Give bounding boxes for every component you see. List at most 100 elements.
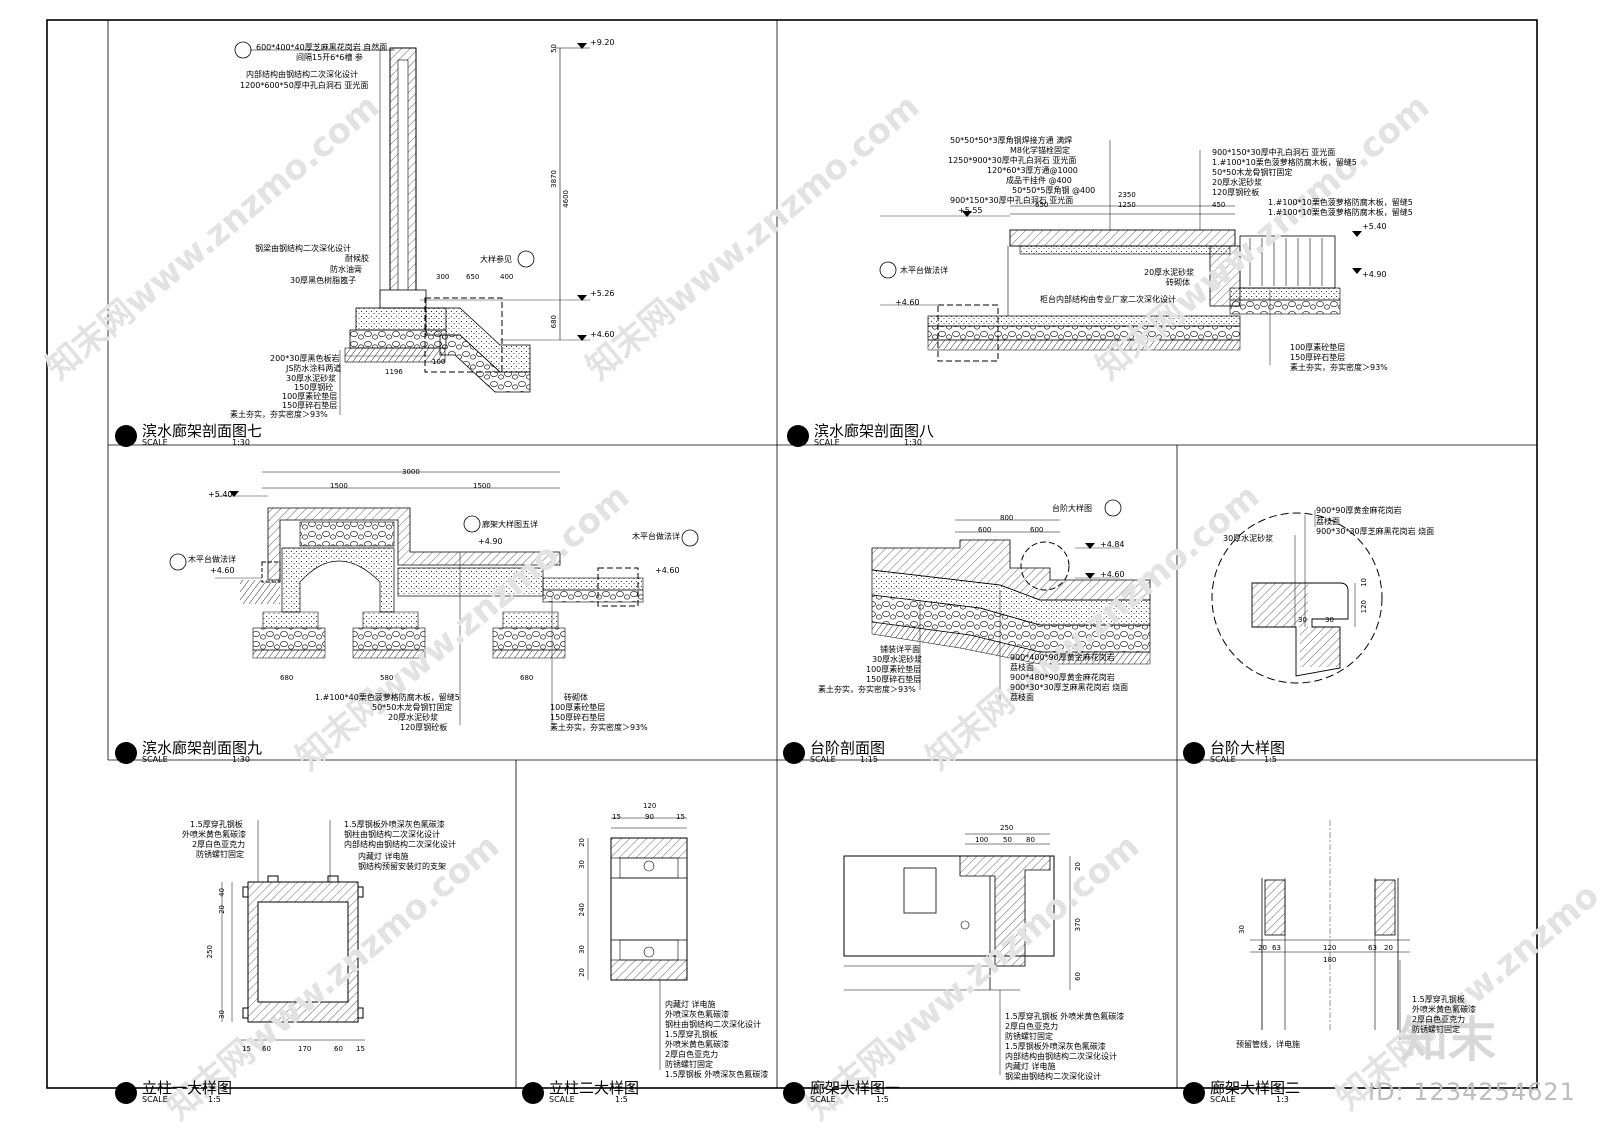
dimension: 600 xyxy=(978,526,992,534)
note: 钢柱由钢结构二次深化设计 xyxy=(344,830,440,839)
column-2-drawing xyxy=(587,817,688,1070)
step-section-drawing xyxy=(871,499,1151,700)
level-mark: +9.20 xyxy=(590,38,615,47)
dimension: 680 xyxy=(550,315,558,329)
dimension: 30 xyxy=(218,1010,226,1019)
level-mark: +4.90 xyxy=(478,537,503,546)
section-7-drawing xyxy=(234,41,590,415)
note: 1.5厚钢板外喷深灰色氟碳漆 xyxy=(1005,1042,1106,1051)
dimension: 15 xyxy=(676,813,685,821)
level-mark: +4.90 xyxy=(1362,270,1387,279)
level-mark: +4.84 xyxy=(1100,540,1125,549)
note: 成品干挂件 @400 xyxy=(1006,176,1072,185)
note: 100厚素砼垫层 xyxy=(1290,343,1346,352)
panel-title: 滨水廊架剖面图九 xyxy=(142,739,263,757)
note: 外喷米黄色氟碳漆 xyxy=(665,1040,729,1049)
note: 900*30*30厚芝麻黑花岗岩 烧面 xyxy=(1010,683,1129,692)
scale-value: 1:15 xyxy=(860,755,878,764)
dimension: 370 xyxy=(1074,918,1082,932)
dimension: 20 xyxy=(1074,862,1082,871)
note: 50*50木龙骨钢钉固定 xyxy=(372,703,453,712)
panel-title: 立柱二大样图 xyxy=(549,1079,640,1097)
watermark-logo: 知末 xyxy=(1400,1012,1497,1068)
dimension: 30 xyxy=(1325,616,1334,624)
note: 20厚水泥砂浆 xyxy=(388,713,439,722)
note: 150厚碎石垫层 xyxy=(866,675,922,684)
note: 2厚白色亚克力 xyxy=(1412,1015,1466,1024)
dimension: 2350 xyxy=(1118,191,1136,199)
note: 30厚黑色树脂篦子 xyxy=(290,276,357,285)
dimension: 300 xyxy=(436,273,450,281)
dimension: 400 xyxy=(500,273,514,281)
panel-title: 台阶大样图 xyxy=(1210,739,1286,757)
scale-label: SCALE xyxy=(142,1095,168,1104)
dimension: 580 xyxy=(380,674,394,682)
dimension: 20 xyxy=(578,838,586,847)
note: 钢梁由钢结构二次深化设计 xyxy=(255,244,351,253)
detail-ref: 大样参见 xyxy=(480,255,512,264)
note: 素土夯实，夯实密度＞93% xyxy=(550,723,648,732)
level-mark: +5.55 xyxy=(958,206,983,215)
dimension: 120 xyxy=(643,802,657,810)
note: 木平台做法详 xyxy=(900,266,948,275)
gallery-detail-1-drawing xyxy=(843,833,1071,1075)
scale-label: SCALE xyxy=(814,438,840,447)
watermark-id: ID: 1234254621 xyxy=(1368,1078,1576,1106)
dimension: 80 xyxy=(1026,836,1035,844)
dimension: 10 xyxy=(1360,578,1368,587)
note: 120厚钢砼板 xyxy=(1212,188,1260,197)
section-9-drawing xyxy=(169,471,699,725)
note: 素土夯实，夯实密度＞93% xyxy=(1290,363,1388,372)
note: 防锈螺钉固定 xyxy=(196,850,244,859)
note: 素土夯实，夯实密度＞93% xyxy=(230,410,328,419)
note: 900*90厚黄金麻花岗岩 xyxy=(1316,506,1402,515)
dimension: 15 xyxy=(356,1045,365,1053)
note: 防锈螺钉固定 xyxy=(665,1060,713,1069)
note: 木平台做法详 xyxy=(632,532,680,541)
note: 150厚碎石垫层 xyxy=(1290,353,1346,362)
dimension: 60 xyxy=(334,1045,343,1053)
gallery-detail-2-drawing xyxy=(1250,820,1410,1040)
dimension: 100 xyxy=(975,836,989,844)
dimension: 250 xyxy=(1000,824,1014,832)
scale-value: 1:5 xyxy=(1264,755,1277,764)
dimension: 3870 xyxy=(550,170,558,188)
note: 砖砌体 xyxy=(564,693,588,702)
scale-value: 1:5 xyxy=(208,1095,221,1104)
scale-value: 1:3 xyxy=(1276,1095,1289,1104)
note: 防锈螺钉固定 xyxy=(1005,1032,1053,1041)
scale-label: SCALE xyxy=(810,755,836,764)
note: 1.5厚钢板外喷深灰色氟碳漆 xyxy=(344,820,445,829)
dimension: 15 xyxy=(612,813,621,821)
scale-label: SCALE xyxy=(142,755,168,764)
title-bullet xyxy=(783,742,805,764)
note: 1.5厚穿孔钢板 xyxy=(190,820,243,829)
note: 120*60*3厚方通@1000 xyxy=(987,166,1078,175)
note: 600*400*40厚芝麻黑花岗岩 自然面 xyxy=(256,43,388,52)
note: 50*50*50*3厚角钢焊接方通 满焊 xyxy=(950,136,1073,145)
dimension: 4600 xyxy=(562,190,570,208)
note: 木平台做法详 xyxy=(188,555,236,564)
note: 1.#100*10栗色菠萝格防腐木板，留缝5 xyxy=(1268,208,1413,217)
note: 2厚白色亚克力 xyxy=(192,840,246,849)
dimension: 20 xyxy=(578,968,586,977)
note: 1.5厚穿孔钢板 xyxy=(1412,995,1465,1004)
note: 外喷米黄色氟碳漆 xyxy=(182,830,246,839)
dimension: 650 xyxy=(466,273,480,281)
note: 900*480*90厚黄金麻花岗岩 xyxy=(1010,673,1115,682)
level-mark: +4.60 xyxy=(655,566,680,575)
scale-label: SCALE xyxy=(810,1095,836,1104)
title-bullet xyxy=(1183,742,1205,764)
level-mark: +5.40 xyxy=(1362,222,1387,231)
note: 间隔15开6*6槽 参 xyxy=(296,53,363,62)
dimension: 3000 xyxy=(402,468,420,476)
note: 荔枝面 xyxy=(1316,517,1340,526)
note: 廊架大样图五详 xyxy=(482,520,538,529)
note: 防锈螺钉固定 xyxy=(1412,1025,1460,1034)
note: 1.#100*40栗色菠萝格防腐木板，留缝5 xyxy=(315,693,460,702)
title-bullet xyxy=(783,1082,805,1104)
dimension: 1196 xyxy=(385,368,403,376)
panel-title: 台阶剖面图 xyxy=(810,739,886,757)
dimension: 30 xyxy=(1298,616,1307,624)
note: 台阶大样图 xyxy=(1052,504,1092,513)
